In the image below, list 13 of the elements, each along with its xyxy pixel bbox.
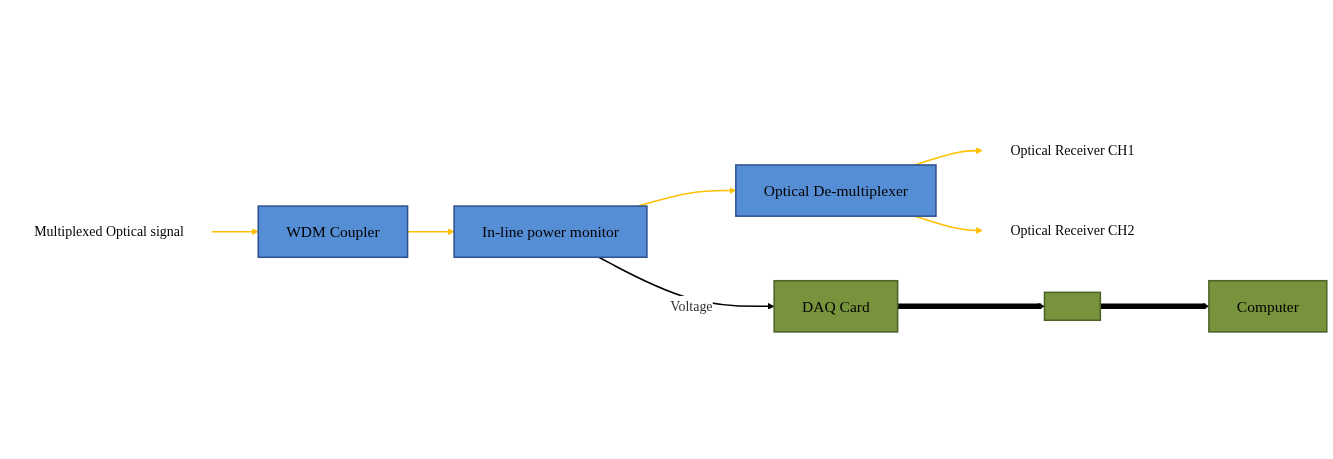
node-box: DAQ Card	[773, 280, 899, 334]
arrow	[210, 228, 259, 236]
node-text: Optical Receiver CH2	[1010, 222, 1135, 239]
node-box: Computer	[1208, 280, 1328, 334]
arrow	[897, 303, 1045, 311]
node-text: Multiplexed Optical signal	[34, 223, 184, 240]
node-box: WDM Coupler	[257, 205, 409, 259]
arrow	[914, 147, 983, 167]
node-box: Optical De-multiplexer	[735, 164, 937, 218]
node-text: Optical Receiver CH1	[1010, 142, 1135, 159]
edge-label: Voltage	[670, 298, 713, 315]
node-box: In-line power monitor	[453, 205, 648, 259]
node-box	[1043, 292, 1102, 322]
